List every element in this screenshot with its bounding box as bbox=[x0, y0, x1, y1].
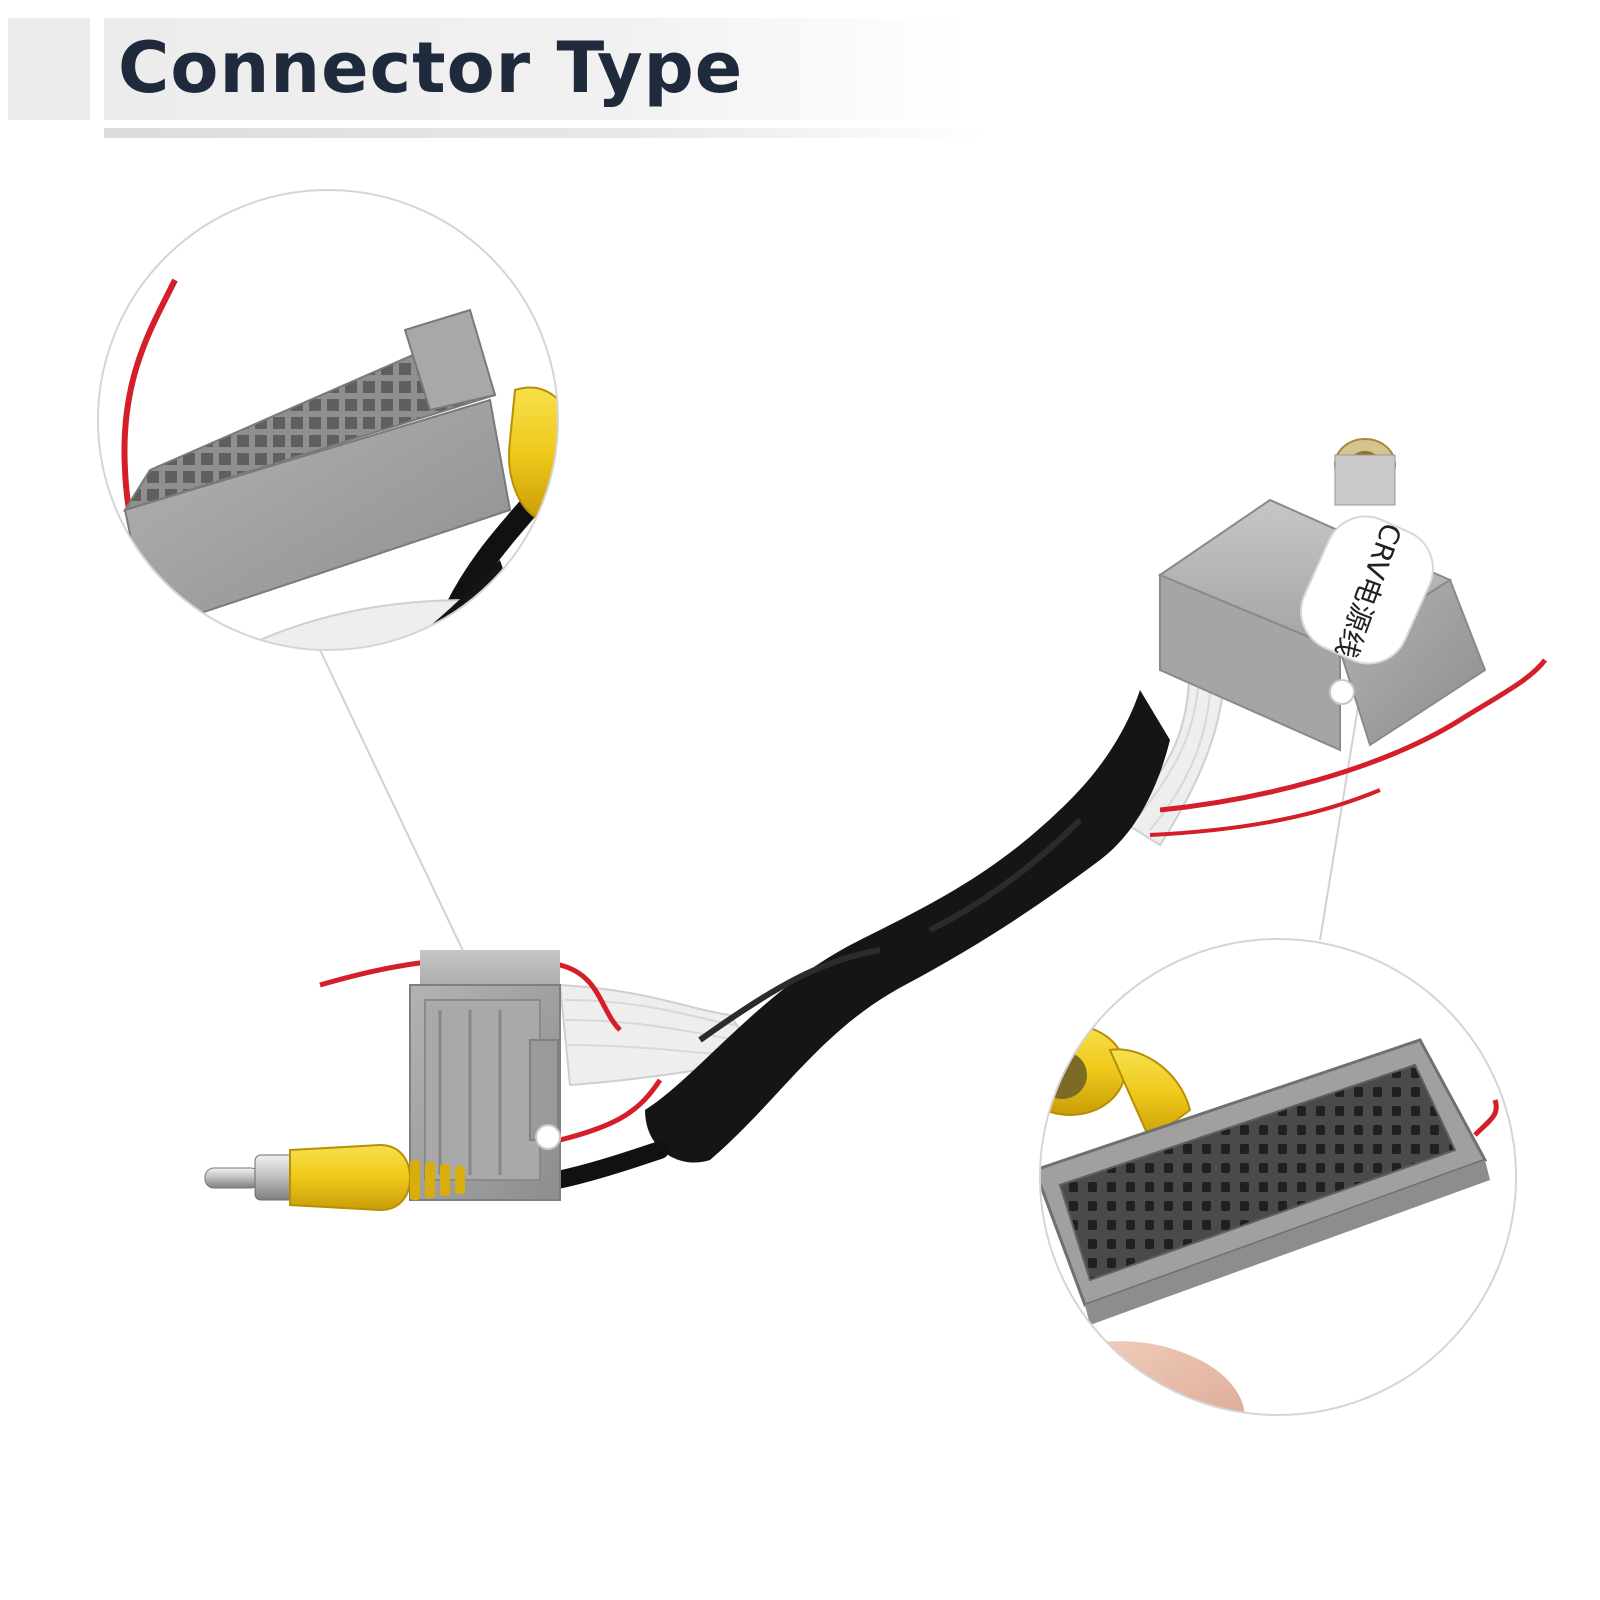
page-title: Connector Type bbox=[118, 27, 744, 109]
header: Connector Type bbox=[0, 0, 1600, 150]
title-underline bbox=[104, 128, 984, 138]
rca-plug-left bbox=[204, 1143, 465, 1212]
zoom-callout-top-left bbox=[97, 189, 559, 651]
product-label-sticker bbox=[1300, 515, 1434, 665]
callout-marker-left bbox=[535, 1124, 561, 1150]
callout-marker-right bbox=[1329, 679, 1355, 705]
title-accent-block bbox=[8, 18, 90, 120]
grey-connector-left bbox=[409, 950, 561, 1201]
grey-connector-right: CRV电源线 bbox=[1157, 438, 1487, 752]
title-band bbox=[104, 18, 964, 120]
zoom-callout-bottom-right bbox=[1039, 938, 1517, 1416]
